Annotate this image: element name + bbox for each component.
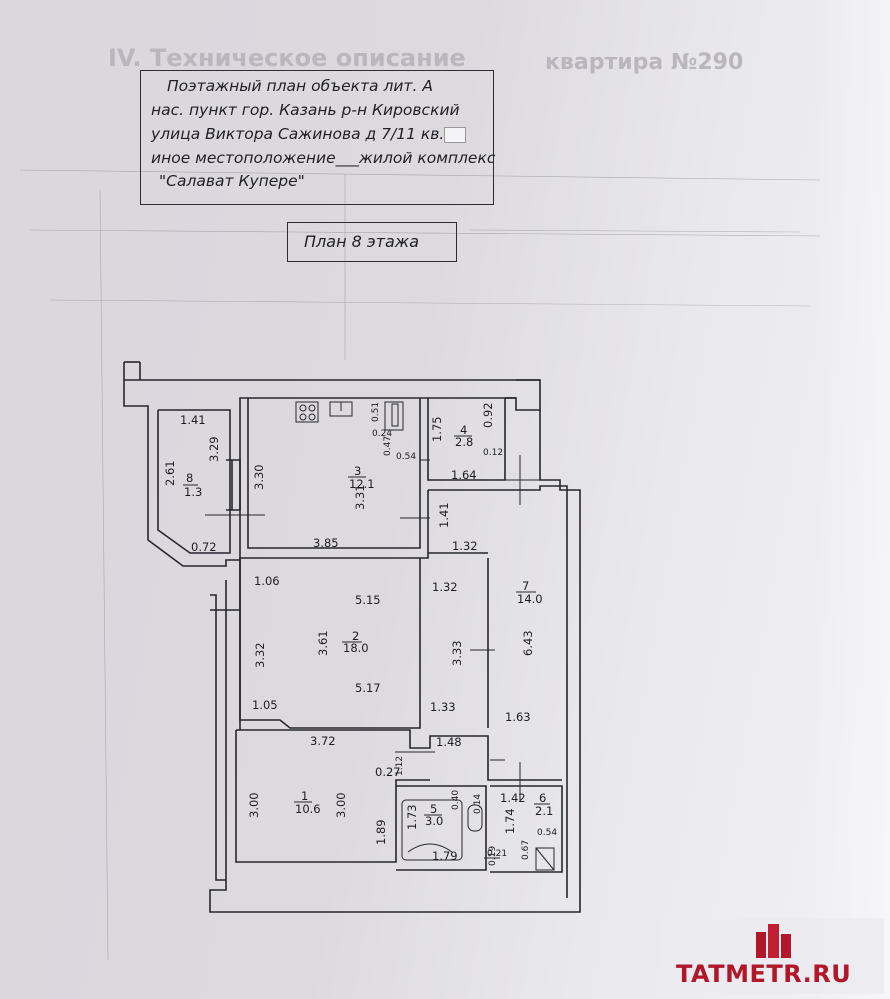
dim-label: 3.00 <box>247 792 261 818</box>
header-box: Поэтажный план объекта лит. А нас. пункт… <box>140 70 496 205</box>
floor-box: План 8 этажа <box>287 222 457 262</box>
dim-label: 1.41 <box>180 413 206 427</box>
dim-label: 5.15 <box>355 593 381 607</box>
room-fraction-lines <box>183 435 550 816</box>
background-title-left: IV. Техническое описание <box>108 44 466 72</box>
watermark-text: TATMETR.RU <box>676 960 852 988</box>
dim-label: 1.89 <box>374 819 388 845</box>
background-table-lines <box>19 169 821 961</box>
dim-label: 3.31 <box>353 484 367 510</box>
plan-labels: 1.41 3.29 2.61 0.72 8 1.3 3.30 0.51 0.24… <box>163 402 557 866</box>
dim-label: 0.72 <box>191 540 217 554</box>
dim-label: 0.47 <box>383 436 393 456</box>
fixtures <box>295 401 555 871</box>
dim-label: 0.54 <box>396 452 416 462</box>
dim-label: 0.24 <box>372 429 392 439</box>
dim-label: 3.61 <box>316 630 330 656</box>
dim-label: 3.00 <box>334 792 348 818</box>
room-number: 7 <box>522 579 529 593</box>
header-line-1: Поэтажный план объекта лит. А <box>167 77 433 95</box>
dim-label: 1.12 <box>395 756 405 776</box>
dim-label: 1.75 <box>430 416 444 442</box>
room-area: 10.6 <box>295 802 321 816</box>
dim-label: 0.21 <box>487 849 507 859</box>
dim-label: 1.05 <box>252 698 278 712</box>
dim-label: 1.48 <box>436 735 462 749</box>
dim-label: 1.79 <box>432 849 458 863</box>
dim-label: 1.06 <box>254 574 280 588</box>
dim-label: 1.73 <box>405 804 419 830</box>
dim-label: 3.72 <box>310 734 336 748</box>
room-number: 4 <box>460 423 467 437</box>
dimension-marks <box>205 455 560 859</box>
dim-label: 0.40 <box>451 790 461 810</box>
page-shadow <box>810 0 890 999</box>
room-area: 18.0 <box>343 641 369 655</box>
watermark: TATMETR.RU <box>662 918 884 994</box>
background-title-right: квартира №290 <box>545 50 744 75</box>
room-area: 12.1 <box>349 477 375 491</box>
dim-label: 0.51 <box>371 402 381 422</box>
building-logo-icon <box>756 924 791 958</box>
room-area: 2.8 <box>455 435 473 449</box>
room-area: 2.1 <box>535 804 553 818</box>
floor-label: План 8 этажа <box>304 232 419 251</box>
room-area: 3.0 <box>425 814 443 828</box>
room-area: 14.0 <box>517 592 543 606</box>
dim-label: 6.43 <box>521 630 535 656</box>
dim-label: 3.33 <box>450 640 464 666</box>
dim-label: 3.85 <box>313 536 339 550</box>
dim-label: 1.41 <box>437 502 451 528</box>
dim-label: 0.19 <box>488 846 498 866</box>
dim-label: 0.27 <box>375 765 401 779</box>
room-number: 6 <box>539 791 546 805</box>
header-line-4: иное местоположение___жилой комплекс <box>151 149 496 167</box>
header-line-5: "Салават Купере" <box>159 172 305 190</box>
dim-label: 1.32 <box>452 539 478 553</box>
dim-label: 1.63 <box>505 710 531 724</box>
dim-label: 1.32 <box>432 580 458 594</box>
dim-label: 3.30 <box>252 464 266 490</box>
room-number: 3 <box>354 464 361 478</box>
dim-label: 0.14 <box>473 794 483 814</box>
dim-label: 1.42 <box>500 791 526 805</box>
dim-label: 3.29 <box>207 436 221 462</box>
walls <box>123 361 581 913</box>
room-number: 5 <box>430 802 437 816</box>
header-line-2: нас. пункт гор. Казань р-н Кировский <box>151 101 460 119</box>
dim-label: 1.33 <box>430 700 456 714</box>
dim-label: 3.32 <box>253 642 267 668</box>
dim-label: 0.54 <box>537 828 557 838</box>
room-number: 8 <box>186 471 193 485</box>
dim-label: 0.92 <box>481 402 495 428</box>
dim-label: 1.64 <box>451 468 477 482</box>
dim-label: 2.61 <box>163 460 177 486</box>
redacted-number <box>444 126 467 143</box>
dim-label: 0.67 <box>521 840 531 860</box>
dim-label: 5.17 <box>355 681 381 695</box>
header-line-3: улица Виктора Сажинова д 7/11 кв. <box>151 125 445 143</box>
header-line-3-wrap: улица Виктора Сажинова д 7/11 кв. <box>151 125 467 143</box>
dim-label: 1.74 <box>503 808 517 834</box>
room-number: 2 <box>352 629 359 643</box>
room-area: 1.3 <box>184 485 202 499</box>
dim-label: 0.12 <box>483 448 503 458</box>
room-number: 1 <box>301 789 308 803</box>
